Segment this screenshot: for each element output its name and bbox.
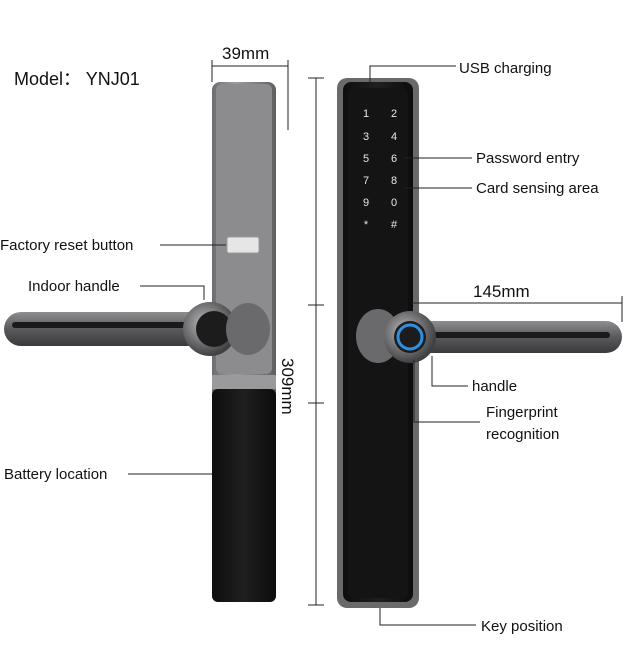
keypad-key: 8: [390, 175, 398, 187]
handle-length-label: 145mm: [473, 282, 530, 301]
card-sensing-label: Card sensing area: [476, 180, 599, 197]
keypad-key: 6: [390, 153, 398, 165]
model-label: Model： YNJ01: [14, 69, 140, 89]
keypad-key: 7: [362, 175, 370, 187]
callout-lines: [128, 65, 480, 626]
fingerprint-label-line2: recognition: [486, 426, 560, 443]
dimension-lines: [211, 60, 623, 606]
indoor-handle-groove: [12, 322, 192, 328]
width-dimension-label: 39mm: [222, 44, 270, 63]
factory-reset-button: [226, 236, 260, 254]
factory-reset-label: Factory reset button: [0, 237, 134, 254]
handle-label: handle: [472, 378, 518, 395]
keypad-key: *: [363, 219, 369, 231]
height-dimension-label: 309mm: [278, 358, 297, 415]
keypad-key: 9: [362, 197, 370, 209]
keypad-key: 5: [362, 153, 370, 165]
keypad-key: 3: [362, 131, 370, 143]
password-entry-label: Password entry: [476, 150, 580, 167]
indoor-unit: [4, 82, 276, 602]
fingerprint-label-line1: Fingerprint: [486, 404, 558, 421]
key-position-label: Key position: [481, 618, 563, 635]
indoor-rosette: [226, 303, 270, 355]
fingerprint-ring: [396, 323, 424, 351]
keypad-key: 4: [390, 131, 398, 143]
keypad-key: 1: [362, 108, 370, 120]
indoor-handle-lever: [4, 312, 214, 346]
indoor-knob-center: [196, 311, 232, 347]
keypad-key: #: [390, 219, 398, 231]
usb-charging-label: USB charging: [459, 60, 552, 77]
indoor-upper-plate: [216, 84, 272, 374]
battery-location-label: Battery location: [4, 466, 108, 483]
indoor-mid-band: [212, 375, 276, 389]
keypad-key: 2: [390, 108, 398, 120]
battery-cover: [212, 389, 276, 602]
indoor-handle-label: Indoor handle: [28, 278, 120, 295]
keypad-key: 0: [390, 197, 398, 209]
outdoor-handle-groove: [430, 332, 610, 338]
outdoor-unit: [337, 78, 622, 608]
